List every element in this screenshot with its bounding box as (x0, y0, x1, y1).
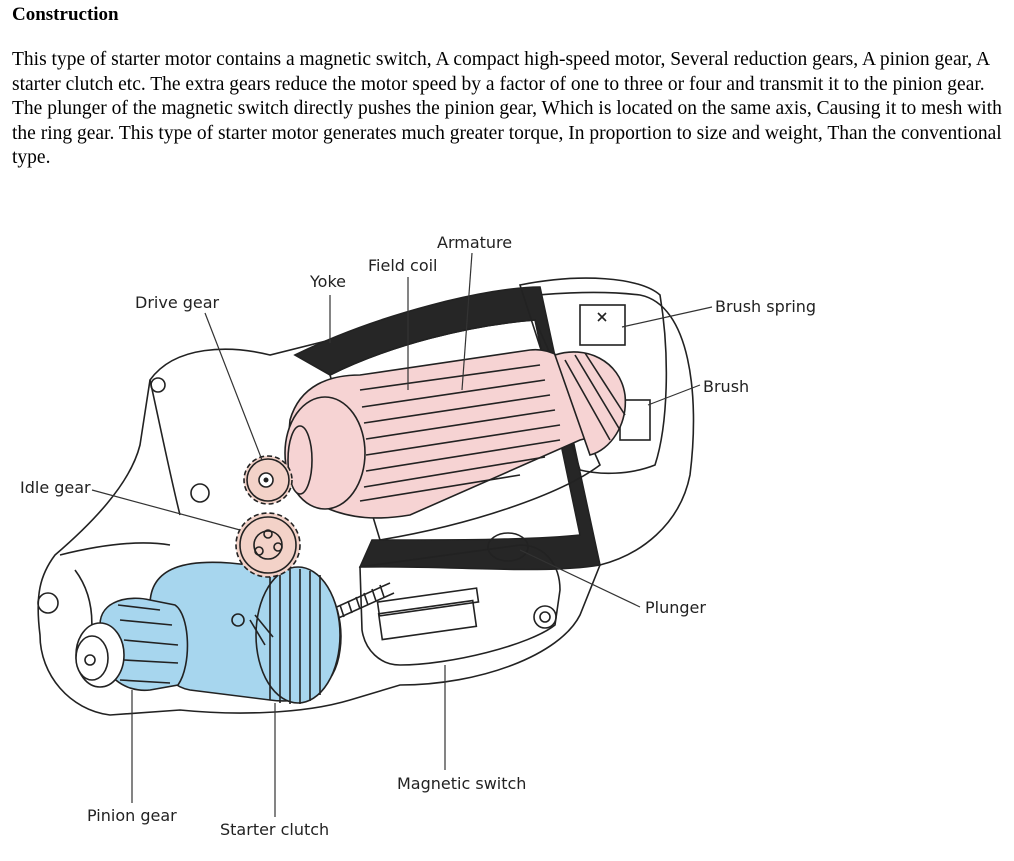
label-field-coil: Field coil (368, 256, 438, 275)
starter-motor-diagram: Armature Field coil Yoke Drive gear Brus… (20, 233, 816, 839)
armature (284, 349, 627, 519)
idle-gear (235, 512, 301, 578)
leader-lines (91, 252, 713, 817)
label-pinion-gear: Pinion gear (87, 806, 177, 825)
starter-clutch (149, 561, 342, 704)
pinion-gear (75, 597, 189, 692)
label-magnetic-switch: Magnetic switch (397, 774, 526, 793)
shaft-spring (329, 582, 395, 621)
label-brush-spring: Brush spring (715, 297, 816, 316)
label-brush: Brush (703, 377, 749, 396)
section-heading: Construction (12, 4, 119, 25)
label-drive-gear: Drive gear (135, 293, 220, 312)
description-paragraph: This type of starter motor contains a ma… (12, 49, 1002, 168)
label-armature: Armature (437, 233, 512, 252)
label-plunger: Plunger (645, 598, 706, 617)
drive-gear (243, 455, 293, 505)
label-starter-clutch: Starter clutch (220, 820, 329, 839)
magnetic-switch (359, 532, 561, 666)
label-yoke: Yoke (309, 272, 346, 291)
label-idle-gear: Idle gear (20, 478, 91, 497)
